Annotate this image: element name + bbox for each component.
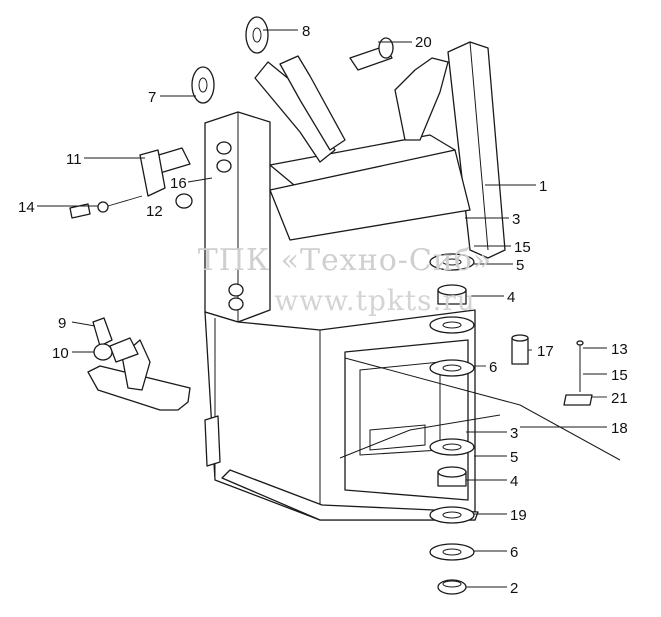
callout-4-lower: 4 — [510, 473, 518, 490]
bracket-21 — [563, 394, 593, 406]
callout-8: 8 — [302, 23, 310, 40]
bushing-12 — [175, 193, 193, 209]
callout-12: 12 — [146, 203, 163, 220]
callout-6-upper: 6 — [489, 359, 497, 376]
pin-10 — [93, 343, 113, 361]
callout-21: 21 — [611, 390, 628, 407]
washer-upper — [429, 316, 475, 334]
callout-13: 13 — [611, 341, 628, 358]
grease-line-18 — [344, 357, 621, 461]
callout-3-lower: 3 — [510, 425, 518, 442]
plate-9 — [92, 317, 113, 347]
washer-19 — [429, 506, 475, 524]
washer-8 — [245, 16, 269, 54]
callout-2: 2 — [510, 580, 518, 597]
callout-1: 1 — [539, 178, 547, 195]
washer-7 — [191, 66, 215, 104]
callout-14: 14 — [18, 199, 35, 216]
callout-15-lower: 15 — [611, 367, 628, 384]
callout-11: 11 — [66, 151, 82, 168]
callout-17: 17 — [537, 343, 554, 360]
callout-5-upper: 5 — [516, 257, 524, 274]
callout-7: 7 — [148, 89, 156, 106]
callout-5-lower: 5 — [510, 449, 518, 466]
front-frame — [87, 41, 506, 521]
callout-labels: 8 20 7 11 1 16 14 12 3 15 5 4 9 10 17 13… — [18, 23, 628, 597]
sleeve-17 — [511, 337, 529, 365]
watermark: ТПК «Техно-Сиб» www.tpkts.ru — [198, 243, 493, 317]
callout-3-upper: 3 — [512, 211, 520, 228]
shim-6-upper — [429, 359, 475, 377]
callout-19: 19 — [510, 507, 527, 524]
callout-20: 20 — [415, 34, 432, 51]
loose-parts — [69, 16, 621, 595]
callout-4-upper: 4 — [507, 289, 515, 306]
watermark-line1: ТПК «Техно-Сиб» — [198, 243, 493, 278]
seal-15-upper — [429, 253, 475, 271]
seal-5-lower — [429, 438, 475, 456]
callout-15-upper: 15 — [514, 239, 531, 256]
callout-18: 18 — [611, 420, 628, 437]
watermark-line2: www.tpkts.ru — [274, 284, 476, 317]
callout-6-lower: 6 — [510, 544, 518, 561]
callout-9: 9 — [58, 315, 66, 332]
callout-16: 16 — [170, 175, 187, 192]
bolt-14 — [69, 203, 91, 219]
shim-6-lower — [429, 543, 475, 561]
callout-10: 10 — [52, 345, 69, 362]
leader-lines — [37, 29, 607, 588]
